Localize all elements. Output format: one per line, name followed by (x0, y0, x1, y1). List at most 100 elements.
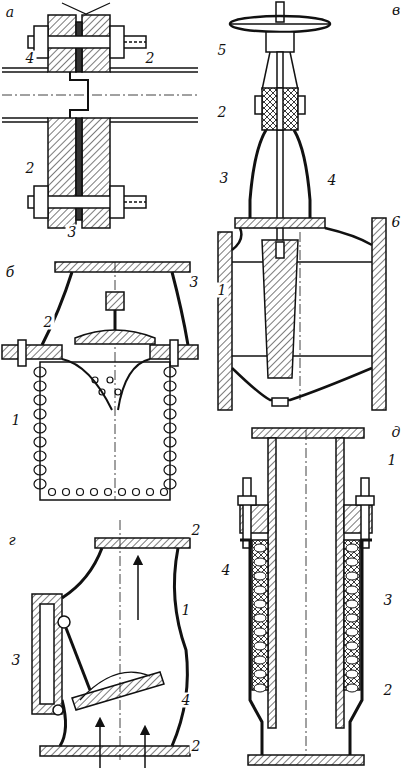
foot-valve-part (115, 389, 121, 395)
check-valve-part (120, 520, 121, 760)
foot-valve-part (75, 330, 155, 344)
foot-valve-part (147, 489, 154, 496)
expansion-joint-part (346, 614, 358, 622)
expansion-joint-part (346, 684, 358, 692)
flange-joint-part (2, 121, 48, 123)
foot-valve-part (99, 389, 105, 395)
foot-valve-part (164, 409, 176, 419)
callout-number: 4 (220, 563, 233, 578)
gate-valve-part (262, 240, 298, 378)
flange-joint-part (48, 118, 76, 228)
callout-number: 2 (216, 105, 229, 120)
foot-valve-part (40, 362, 170, 500)
check-valve-part (62, 548, 102, 598)
expansion-joint-part (254, 572, 266, 580)
callout-number: 4 (24, 51, 37, 66)
check-valve (32, 520, 190, 768)
foot-valve-part (34, 465, 46, 475)
panel-letter: д (390, 425, 403, 440)
foot-valve-part (164, 395, 176, 405)
expansion-joint-part (254, 614, 266, 622)
flange-joint-part (110, 186, 124, 218)
foot-valve-part (34, 395, 46, 405)
flange-joint-part (110, 121, 198, 123)
flange-joint-part (2, 95, 198, 96)
gate-valve-part (266, 32, 294, 52)
check-valve-part (66, 628, 90, 690)
foot-valve-part (34, 367, 176, 496)
flange-joint-part (62, 3, 110, 14)
expansion-joint-part (346, 656, 358, 664)
callout-number: 1 (386, 453, 399, 468)
expansion-joint-part (252, 540, 268, 690)
foot-valve-part (164, 437, 176, 447)
callout-number: 3 (66, 225, 79, 240)
foot-valve-part (105, 489, 112, 496)
expansion-joint-part (254, 600, 266, 608)
expansion-joint-part (254, 684, 266, 692)
panel-letter: б (4, 265, 17, 280)
panel-letter: а (4, 5, 16, 20)
callout-number: 2 (144, 51, 157, 66)
foot-valve-part (18, 340, 26, 366)
foot-valve-part (164, 465, 176, 475)
expansion-joint (238, 428, 374, 765)
foot-valve-part (62, 359, 150, 410)
expansion-joint-part (306, 430, 307, 765)
foot-valve-part (49, 489, 56, 496)
callout-number: 2 (24, 161, 37, 176)
foot-valve-part (34, 437, 46, 447)
gate-valve-part (372, 218, 386, 410)
check-valve-part (137, 560, 139, 620)
foot-valve-part (91, 489, 98, 496)
check-valve-part (72, 672, 164, 710)
gate-valve-part (277, 52, 283, 242)
gate-valve-part (255, 96, 262, 114)
foot-valve-part (164, 451, 176, 461)
gate-valve-part (262, 52, 270, 90)
expansion-joint-part (346, 586, 358, 594)
expansion-joint-part (346, 544, 358, 552)
gate-valve-part (218, 232, 232, 410)
gate-valve-part (232, 368, 372, 400)
flange-joint-part (2, 117, 48, 119)
expansion-joint-part (254, 544, 266, 552)
expansion-joint-part (254, 656, 266, 664)
foot-valve-part (114, 310, 117, 330)
callout-number: 2 (190, 523, 203, 538)
expansion-joint-part (346, 558, 358, 566)
foot-valve-part (164, 423, 176, 433)
check-valve-part (58, 616, 70, 628)
callout-number: 2 (42, 315, 55, 330)
foot-valve-part (55, 262, 190, 272)
check-valve-part (144, 730, 146, 768)
expansion-joint-part (346, 642, 358, 650)
foot-valve-part (170, 340, 178, 366)
foot-valve-part (77, 489, 84, 496)
callout-number: 2 (382, 683, 395, 698)
flange-joint-part (82, 118, 110, 228)
gate-valve-part (230, 23, 330, 25)
foot-valve-part (92, 377, 98, 383)
flange-joint (2, 3, 198, 228)
foot-valve-part (34, 409, 46, 419)
expansion-joint-part (248, 755, 364, 765)
callout-number: 3 (188, 275, 201, 290)
foot-valve-part (164, 479, 176, 489)
callout-number: 2 (190, 739, 203, 754)
foot-valve-part (107, 377, 113, 383)
gate-valve-part (277, 88, 283, 130)
foot-valve-part (34, 479, 46, 489)
expansion-joint-part (346, 572, 358, 580)
foot-valve-part (164, 367, 176, 377)
foot-valve-part (92, 377, 121, 395)
foot-valve-part (161, 489, 168, 496)
flange-joint-part (70, 72, 88, 118)
foot-valve-part (106, 292, 124, 310)
check-valve-part (53, 705, 63, 715)
callout-number: 1 (216, 283, 229, 298)
flange-joint-part (110, 67, 198, 69)
check-valve-part (32, 594, 62, 714)
gate-valve-part (290, 52, 298, 90)
